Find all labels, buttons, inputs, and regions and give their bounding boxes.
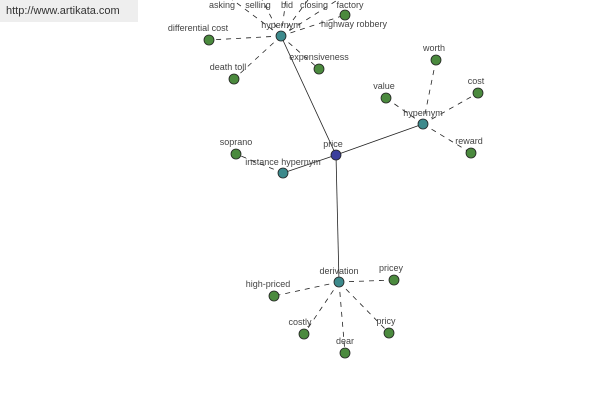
dashed-edge bbox=[338, 281, 346, 354]
leaf-label: worth bbox=[422, 43, 445, 53]
leaf-node[interactable] bbox=[313, 63, 325, 75]
relation-label: derivation bbox=[319, 266, 358, 276]
dashed-edge bbox=[280, 0, 287, 37]
leaf-label: dear bbox=[336, 336, 354, 346]
dashed-edge bbox=[273, 281, 340, 297]
dashed-edge bbox=[280, 0, 339, 37]
leaf-node[interactable] bbox=[383, 327, 395, 339]
dashed-edge bbox=[208, 35, 282, 41]
root-node[interactable] bbox=[330, 149, 342, 161]
edge bbox=[280, 35, 337, 156]
leaf-node[interactable] bbox=[339, 347, 351, 359]
dashed-edge bbox=[233, 35, 282, 80]
edges bbox=[208, 0, 479, 354]
leaf-label: pricey bbox=[379, 263, 404, 273]
leaf-label: death toll bbox=[210, 62, 247, 72]
dashed-edge bbox=[422, 59, 437, 125]
leaf-node[interactable] bbox=[339, 9, 351, 21]
edge bbox=[335, 154, 340, 283]
leaf-label: asking bbox=[209, 0, 235, 10]
edge bbox=[282, 154, 337, 174]
dashed-edge bbox=[232, 0, 282, 37]
leaf-node[interactable] bbox=[268, 290, 280, 302]
relation-node[interactable] bbox=[277, 167, 289, 179]
dashed-edge bbox=[385, 97, 424, 125]
site-link[interactable]: http://www.artikata.com bbox=[0, 0, 138, 22]
nodes: asking selling bid closing factory highway ro… bbox=[168, 0, 485, 359]
dashed-edge bbox=[303, 281, 340, 335]
relation-node[interactable] bbox=[275, 30, 287, 42]
dashed-edge bbox=[338, 279, 395, 283]
edge bbox=[335, 123, 424, 156]
leaf-node[interactable] bbox=[230, 148, 242, 160]
leaf-label: costly bbox=[288, 317, 312, 327]
dashed-edge bbox=[280, 35, 320, 70]
dashed-edge bbox=[422, 92, 479, 125]
leaf-node[interactable] bbox=[298, 328, 310, 340]
leaf-node[interactable] bbox=[465, 147, 477, 159]
relation-label: hypernym bbox=[261, 20, 301, 30]
relation-node[interactable] bbox=[417, 118, 429, 130]
root-label: price bbox=[323, 139, 343, 149]
leaf-node[interactable] bbox=[472, 87, 484, 99]
relation-node[interactable] bbox=[333, 276, 345, 288]
leaf-label: selling bbox=[245, 0, 271, 10]
leaf-label: closing bbox=[300, 0, 328, 10]
leaf-label: factory bbox=[336, 0, 364, 10]
dashed-edge bbox=[235, 153, 284, 174]
leaf-node[interactable] bbox=[380, 92, 392, 104]
dashed-edge bbox=[280, 14, 346, 37]
leaf-label: cost bbox=[468, 76, 485, 86]
relation-label: instance hypernym bbox=[245, 157, 321, 167]
leaf-label: bid bbox=[281, 0, 293, 10]
leaf-label: highway robbery bbox=[321, 19, 388, 29]
leaf-label: pricy bbox=[376, 316, 396, 326]
dashed-edge bbox=[261, 0, 282, 37]
relation-label: hypernym bbox=[403, 108, 443, 118]
leaf-label: value bbox=[373, 81, 395, 91]
leaf-label: expensiveness bbox=[289, 52, 349, 62]
leaf-node[interactable] bbox=[228, 73, 240, 85]
leaf-label: reward bbox=[455, 136, 483, 146]
leaf-node[interactable] bbox=[430, 54, 442, 66]
dashed-edge bbox=[338, 281, 390, 334]
leaf-label: high-priced bbox=[246, 279, 291, 289]
leaf-label: soprano bbox=[220, 137, 253, 147]
leaf-label: differential cost bbox=[168, 23, 229, 33]
leaf-node[interactable] bbox=[203, 34, 215, 46]
leaf-node[interactable] bbox=[388, 274, 400, 286]
